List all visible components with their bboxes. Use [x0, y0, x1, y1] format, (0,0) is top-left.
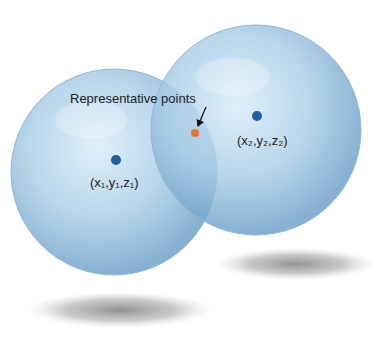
highlight: [55, 101, 128, 138]
point-dot: [111, 155, 121, 165]
point-dot: [252, 111, 262, 121]
sphere: [150, 24, 362, 236]
leader-arrow: [198, 107, 206, 126]
shadow: [28, 292, 212, 328]
point-dot: [191, 129, 199, 137]
coordinate-label: (x₁,y₁,z₁): [90, 175, 139, 191]
sphere-node: (x₂,y₂,z₂): [150, 24, 362, 236]
callout-label: Representative points: [70, 91, 196, 107]
shadow: [216, 248, 376, 280]
sphere-body: [151, 25, 361, 235]
highlight: [196, 58, 270, 96]
coordinate-label: (x₂,y₂,z₂): [237, 133, 288, 149]
